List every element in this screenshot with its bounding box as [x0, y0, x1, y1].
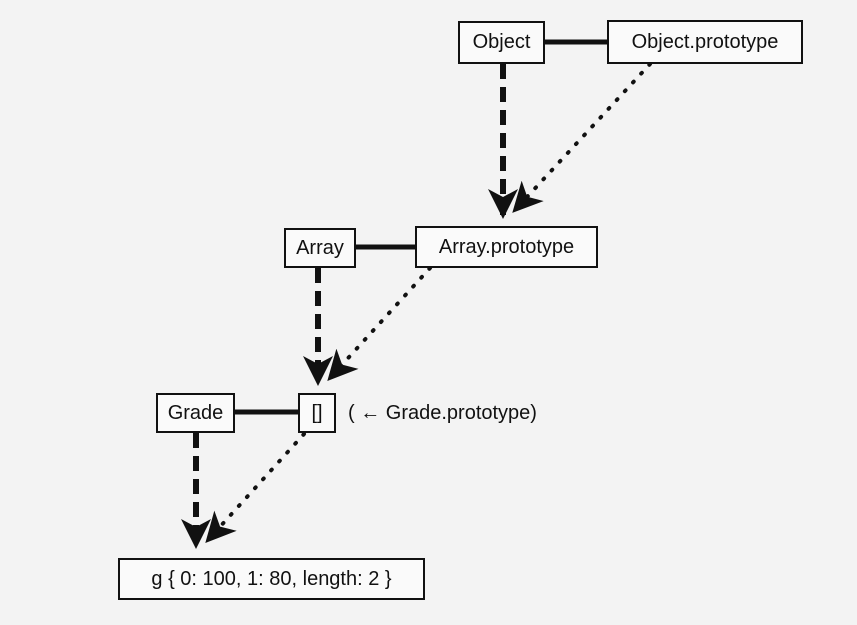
grade-prototype-note: ( ← Grade.prototype) [348, 402, 537, 424]
g-instance-node: g { 0: 100, 1: 80, length: 2 } [118, 558, 425, 600]
grade-node: Grade [156, 393, 235, 433]
dotted-arrow-object-prototype-to-array-prototype [512, 62, 652, 213]
dotted-arrow-array-prototype-to-grade-prototype [327, 266, 432, 381]
dotted-arrow-grade-prototype-to-g-instance [205, 432, 306, 543]
grade-prototype-node: [] [298, 393, 336, 433]
array-prototype-node: Array.prototype [415, 226, 598, 268]
object-node: Object [458, 21, 545, 64]
object-prototype-node: Object.prototype [607, 20, 803, 64]
array-node: Array [284, 228, 356, 268]
